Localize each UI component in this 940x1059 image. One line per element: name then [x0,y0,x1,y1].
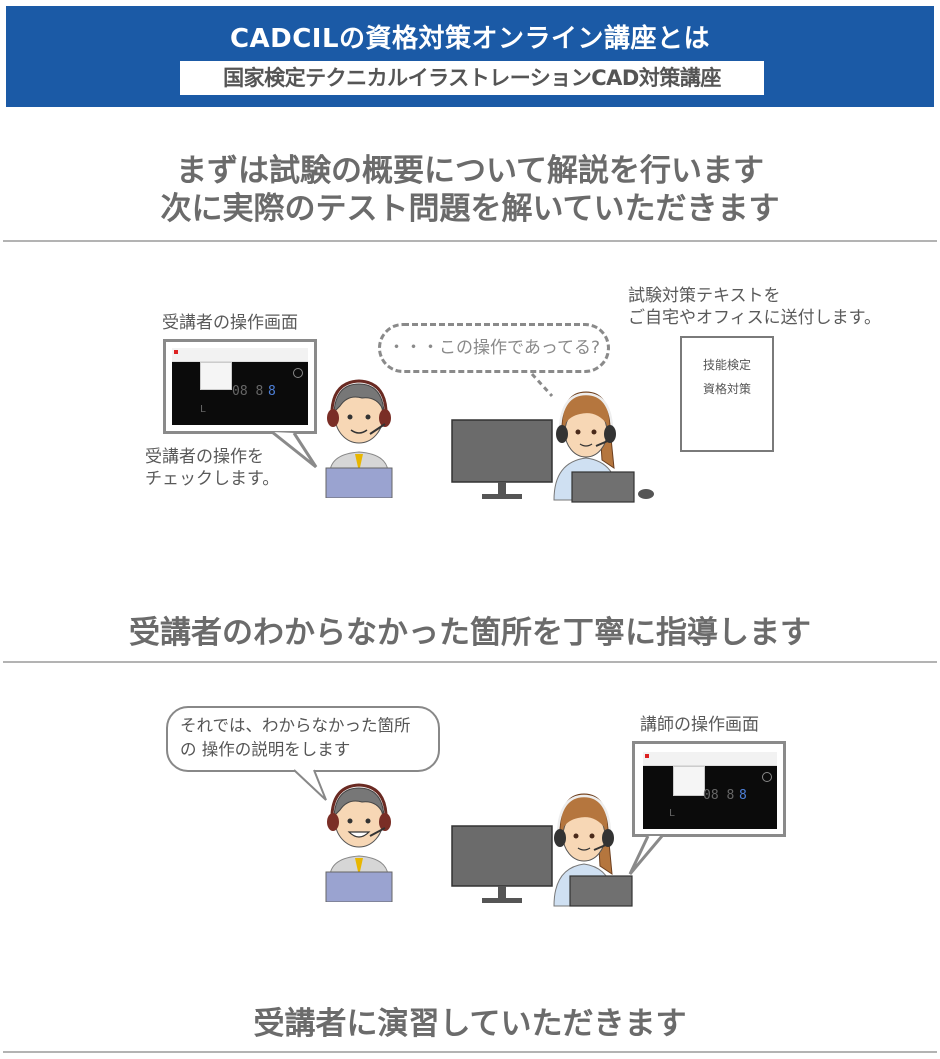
speech-line1: それでは、わからなかった箇所 [180,716,411,735]
section1-heading-line2: 次に実際のテスト問題を解いていただきます [160,191,780,227]
speech-tail [271,431,318,469]
cad-glyph-blue: 8 [739,788,747,803]
divider [3,240,937,242]
speech-tail [628,835,664,875]
section1-heading: まずは試験の概要について解説を行います 次に実際のテスト問題を解いていただきます [0,152,940,228]
book-title-line2: 資格対策 [702,382,751,396]
thought-tail [530,372,554,398]
student-screen-frame: 08 8 8 L [163,339,317,434]
cad-dialog [200,362,232,390]
cad-navcube-icon [762,772,772,782]
student-illustration [325,379,393,498]
textbook-caption-line1: 試験対策テキストを [628,286,781,306]
cad-screen: 08 8 8 L [643,752,777,829]
cad-glyph: 08 8 [232,384,264,399]
section3-heading: 受講者に演習していただきます [253,1006,687,1042]
student-illustration [325,783,393,902]
cad-navcube-icon [293,368,303,378]
header-banner: CADCILの資格対策オンライン講座とは 国家検定テクニカルイラストレーションC… [6,6,934,107]
speech-tail [293,769,327,801]
speech-line2: の 操作の説明をします [180,740,351,759]
section2-heading: 受講者のわからなかった箇所を丁寧に指導します [129,615,811,651]
banner-subtitle: 国家検定テクニカルイラストレーションCAD対策講座 [180,61,764,95]
check-text-line2: チェックします。 [145,469,280,489]
thought-bubble: ・・・この操作であってる? [378,323,610,373]
banner-title: CADCILの資格対策オンライン講座とは [229,24,711,54]
textbook-illustration: 技能検定 資格対策 [680,336,774,452]
book-title-line1: 技能検定 [702,358,751,372]
cad-dialog [673,766,705,796]
student-screen-label: 受講者の操作画面 [162,313,298,333]
textbook-caption: 試験対策テキストを ご自宅やオフィスに送付します。 [628,285,881,329]
cad-axis: L [669,808,676,819]
divider [3,661,937,663]
cad-ribbon [643,752,777,766]
cad-glyph-blue: 8 [268,384,276,399]
check-text: 受講者の操作を チェックします。 [145,446,279,490]
divider [3,1051,937,1053]
cad-ribbon [172,348,308,362]
textbook-caption-line2: ご自宅やオフィスに送付します。 [628,308,881,328]
section1-heading-line1: まずは試験の概要について解説を行います [175,153,765,189]
instructor-screen-frame: 08 8 8 L [632,741,786,837]
instructor-illustration [451,391,654,503]
instructor-speech-bubble: それでは、わからなかった箇所 の 操作の説明をします [166,706,440,772]
cad-glyph: 08 8 [703,788,735,803]
instructor-screen-label: 講師の操作画面 [640,715,759,735]
check-text-line1: 受講者の操作を [145,447,264,467]
instructor-illustration [451,793,633,907]
cad-axis: L [200,404,207,415]
cad-screen: 08 8 8 L [172,348,308,425]
